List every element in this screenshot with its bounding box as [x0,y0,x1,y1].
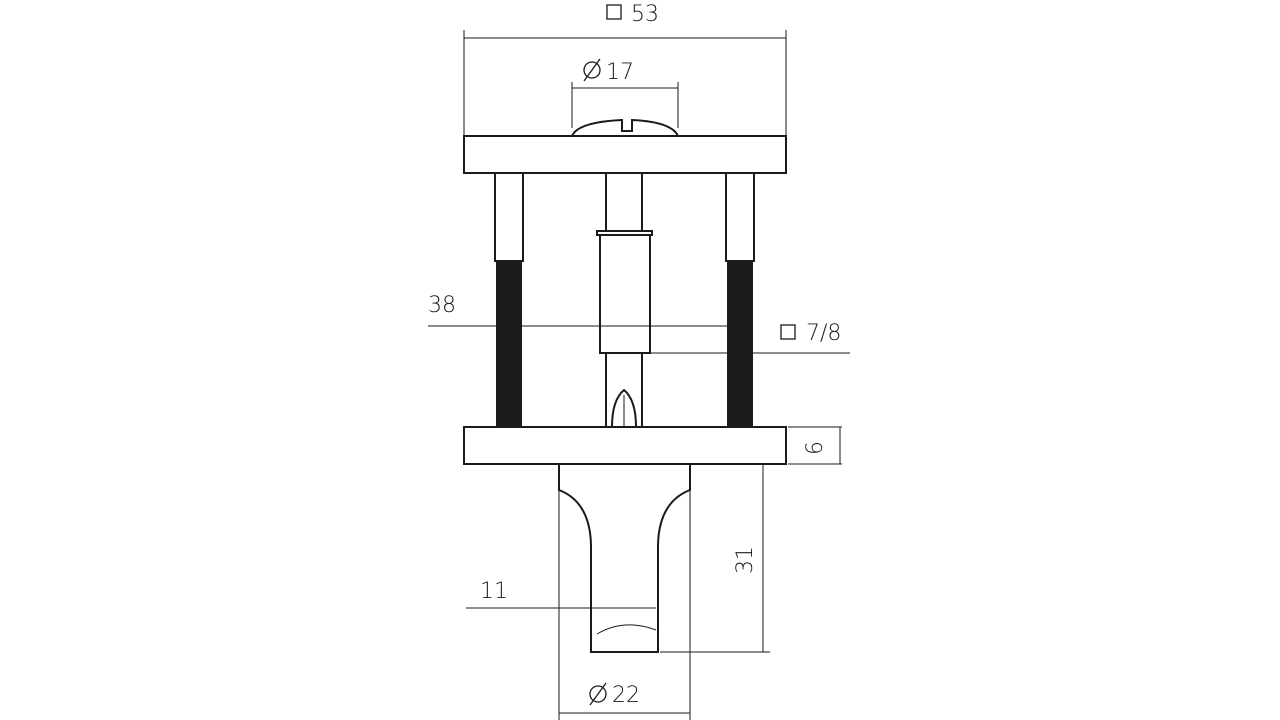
right-fixing-screw [725,172,755,427]
diameter-symbol-icon [583,58,601,82]
diameter-symbol-icon [589,682,607,706]
dimension-rose-thickness: 6 [788,426,842,465]
square-symbol-icon [606,4,622,20]
dimension-screw-head: 17 [571,58,679,128]
dimension-knob-height: 31 [660,463,770,653]
dimension-spindle-square-label: 7/8 [806,321,841,346]
dimension-spindle-length: 38 [428,293,730,327]
dimension-knob-neck: 11 [466,579,656,609]
dimension-screw-head-label: 17 [606,60,634,85]
top-rose-plate [463,135,787,174]
bottom-rose-plate [463,426,787,465]
dimension-knob-diameter-label: 22 [612,683,640,708]
spindle [596,172,653,428]
square-symbol-icon [780,324,796,340]
dimension-knob-neck-label: 11 [480,579,508,604]
dimension-spindle-length-label: 38 [428,293,456,318]
dimension-spindle-square: 7/8 [650,321,850,354]
knob [558,463,691,653]
dimension-width-label: 53 [631,2,659,27]
dimension-knob-diameter: 22 [558,490,691,720]
dimension-rose-thickness-label: 6 [803,441,828,455]
screw-head [570,118,680,137]
left-fixing-screw [494,172,524,427]
dimension-width: 53 [463,2,787,136]
dimension-knob-height-label: 31 [733,546,758,574]
